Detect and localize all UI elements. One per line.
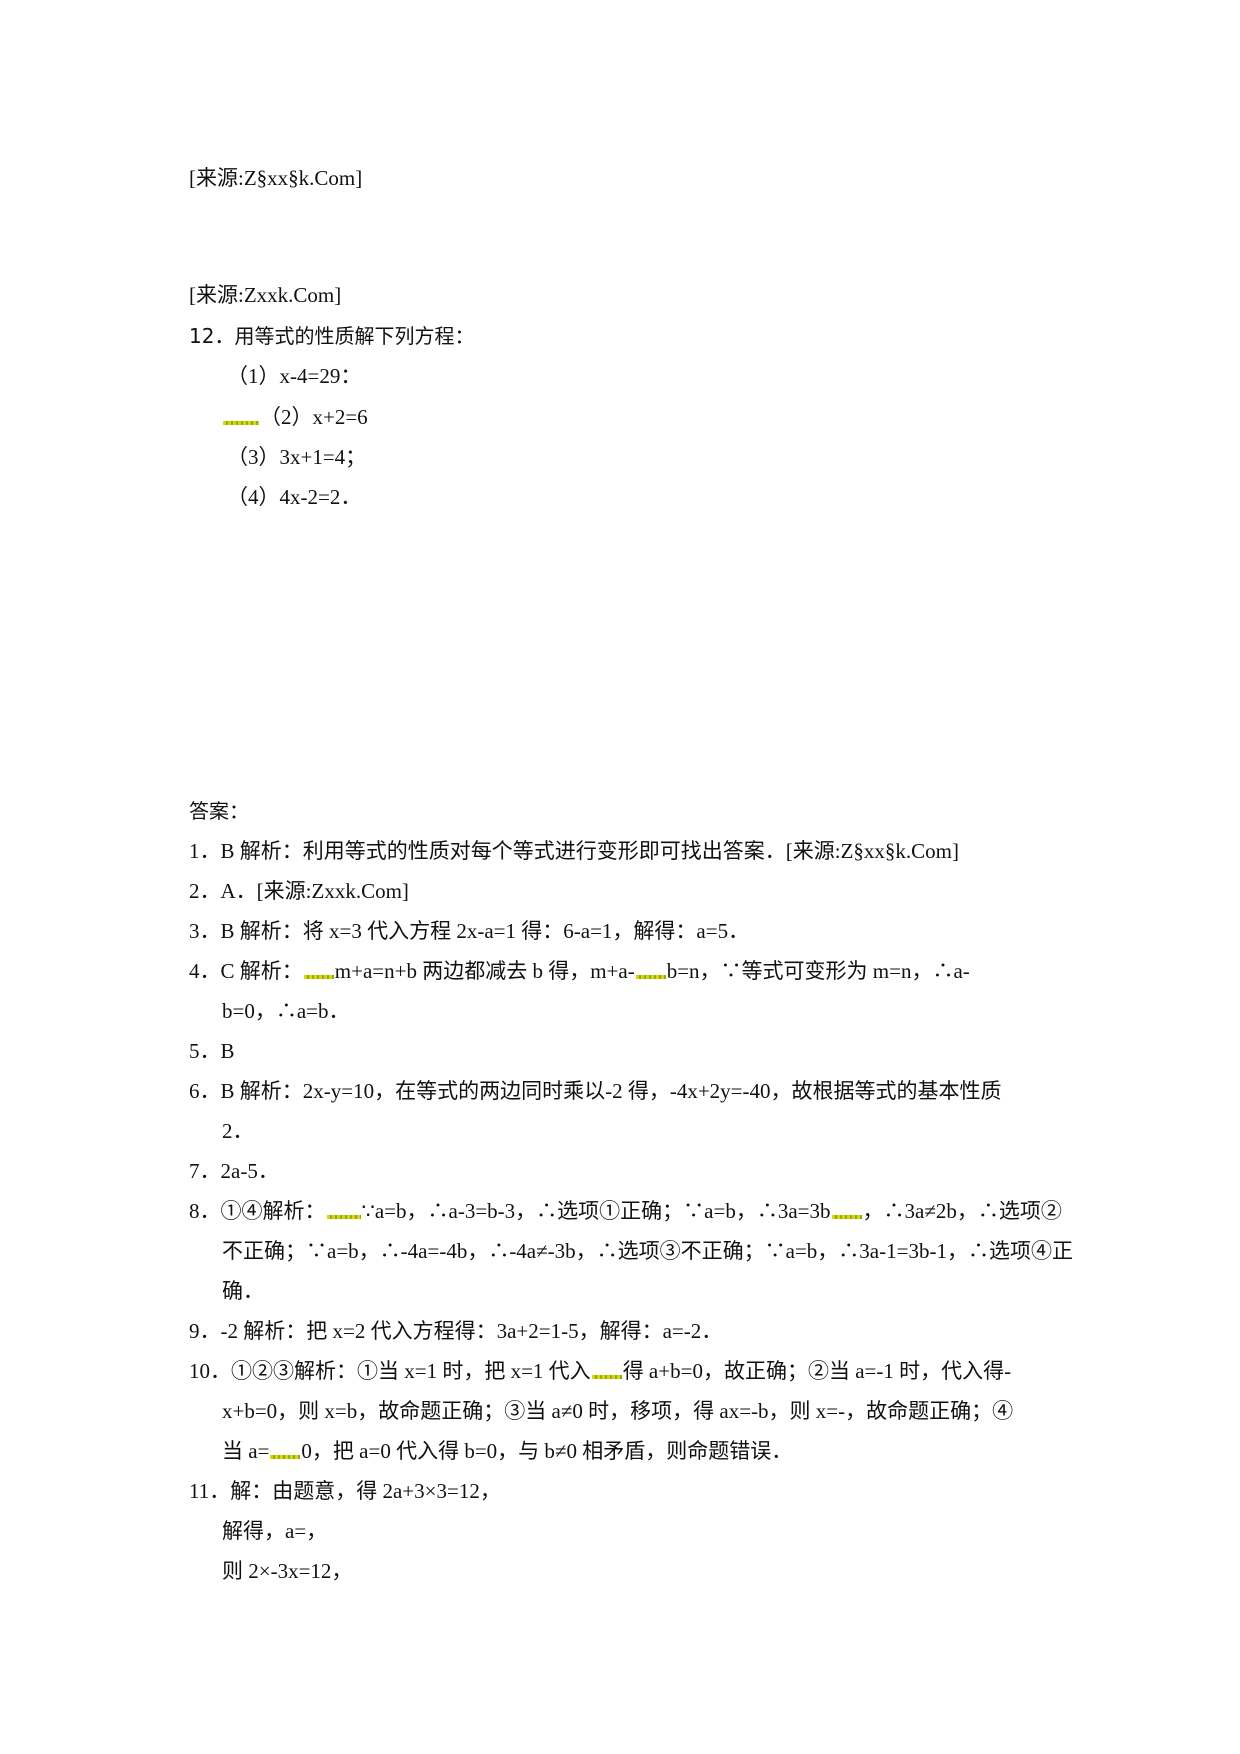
answer-8-cont: 确． — [222, 1279, 264, 1303]
answer-10: 10．①②③解析：①当 x=1 时，把 x=1 代入 得 a+b=0，故正确；②当… — [189, 1357, 1011, 1385]
answer-4-part: m+a=n+b 两边都减去 b 得，m+a- — [334, 959, 635, 983]
answer-10-cont: x+b=0，则 x=b，故命题正确；③当 a≠0 时，移项，得 ax=-b，则 … — [222, 1399, 1014, 1423]
answer-1: 1．B 解析：利用等式的性质对每个等式进行变形即可找出答案．[来源:Z§xx§k… — [189, 839, 959, 863]
answer-10-part: 得 a+b=0，故正确；②当 a=-1 时，代入得- — [622, 1359, 1012, 1383]
answer-8-prefix: 8．①④解析： — [189, 1199, 326, 1223]
answer-8-part: ∵a=b，∴a-3=b-3，∴选项①正确；∵a=b，∴3a=3b — [361, 1199, 831, 1223]
answer-4-prefix: 4．C 解析： — [189, 959, 303, 983]
answer-8: 8．①④解析： ∵a=b，∴a-3=b-3，∴选项①正确；∵a=b，∴3a=3b ，… — [189, 1197, 1062, 1225]
answer-9: 9．-2 解析：把 x=2 代入方程得：3a+2=1-5，解得：a=-2． — [189, 1319, 723, 1343]
watermark-mark — [303, 975, 334, 980]
answer-4-part: b=n，∵等式可变形为 m=n，∴a- — [666, 959, 970, 983]
answer-10-part: 0，把 a=0 代入得 b=0，与 b≠0 相矛盾，则命题错误． — [301, 1439, 793, 1463]
answers-heading: 答案： — [189, 799, 249, 823]
watermark-mark — [270, 1455, 301, 1460]
watermark-mark — [326, 1215, 361, 1220]
watermark-mark — [831, 1215, 862, 1220]
answer-10-cont: 当 a= 0，把 a=0 代入得 b=0，与 b≠0 相矛盾，则命题错误． — [222, 1437, 792, 1465]
question-12-item-3: （3）3x+1=4； — [227, 445, 367, 469]
question-12-title: 12．用等式的性质解下列方程： — [189, 324, 475, 348]
source-note: [来源:Zxxk.Com] — [189, 283, 342, 307]
answer-10-part: 10．①②③解析：①当 x=1 时，把 x=1 代入 — [189, 1359, 591, 1383]
watermark-mark — [223, 421, 259, 426]
answer-11-cont: 则 2×-3x=12， — [222, 1559, 353, 1583]
watermark-mark — [591, 1375, 622, 1380]
question-12-item-2-row: （2）x+2=6 — [222, 403, 368, 431]
answer-6-cont: 2． — [222, 1119, 254, 1143]
answer-11: 11．解：由题意，得 2a+3×3=12， — [189, 1479, 501, 1503]
watermark-mark — [635, 975, 666, 980]
answer-7: 7．2a-5． — [189, 1159, 279, 1183]
answer-5: 5．B — [189, 1039, 235, 1063]
answer-10-part: 当 a= — [222, 1439, 270, 1463]
source-note: [来源:Z§xx§k.Com] — [189, 166, 363, 190]
answer-2: 2．A．[来源:Zxxk.Com] — [189, 879, 409, 903]
answer-6: 6．B 解析：2x-y=10，在等式的两边同时乘以-2 得，-4x+2y=-40… — [189, 1079, 1002, 1103]
question-12-item-4: （4）4x-2=2． — [227, 485, 362, 509]
answer-11-cont: 解得，a=， — [222, 1519, 328, 1543]
answer-4: 4．C 解析： m+a=n+b 两边都减去 b 得，m+a-b=n，∵等式可变形为… — [189, 957, 970, 985]
question-12-item-1: （1）x-4=29： — [227, 364, 362, 388]
answer-8-part: ，∴3a≠2b，∴选项② — [862, 1199, 1062, 1223]
answer-4-cont: b=0，∴a=b． — [222, 999, 350, 1023]
answer-3: 3．B 解析：将 x=3 代入方程 2x-a=1 得：6-a=1，解得：a=5． — [189, 919, 750, 943]
question-12-item-2: （2）x+2=6 — [260, 405, 368, 429]
answer-8-cont: 不正确；∵a=b，∴-4a=-4b，∴-4a≠-3b，∴选项③不正确；∵a=b，… — [222, 1239, 1073, 1263]
